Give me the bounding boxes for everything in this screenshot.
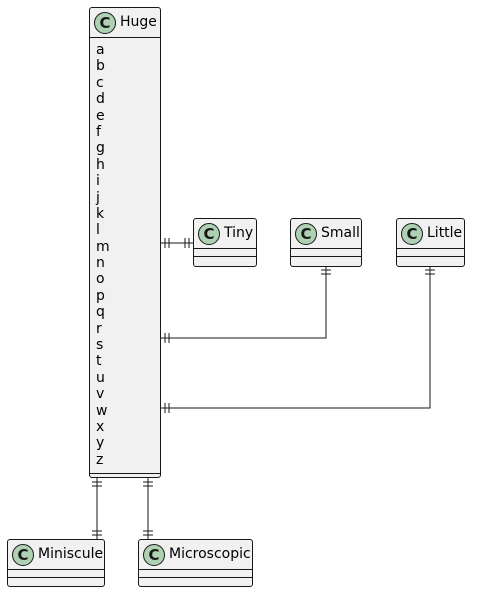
class-huge-methods: [90, 474, 160, 480]
class-miniscule-methods: [8, 578, 104, 584]
class-huge-field: c: [96, 74, 104, 91]
class-tiny-methods: [194, 257, 256, 263]
class-little-header: C Little: [397, 219, 464, 249]
class-c-icon: C: [295, 223, 317, 245]
relation-huge-little: [161, 266, 435, 413]
class-c-icon: C: [401, 223, 423, 245]
class-c-icon: C: [143, 544, 165, 566]
class-huge-field: e: [96, 107, 105, 124]
class-huge-header: C Huge: [90, 8, 160, 38]
class-little-fields: [397, 249, 464, 257]
class-huge-field: p: [96, 287, 105, 304]
class-small-fields: [291, 249, 361, 257]
class-huge-field: k: [96, 205, 105, 222]
class-huge-field: m: [96, 238, 110, 255]
class-miniscule-name: Miniscule: [38, 546, 104, 562]
class-huge-field: d: [96, 91, 105, 108]
class-huge-field: n: [96, 255, 105, 272]
class-microscopic-header: C Microscopic: [139, 540, 252, 570]
class-huge-field: g: [96, 140, 105, 157]
relation-huge-small: [161, 266, 331, 343]
class-c-icon: C: [198, 223, 220, 245]
class-c-icon: C: [94, 12, 116, 34]
class-huge-field: i: [96, 173, 100, 190]
class-huge-field: a: [96, 42, 105, 58]
class-miniscule-header: C Miniscule: [8, 540, 104, 570]
class-small[interactable]: C Small: [290, 218, 362, 267]
class-huge-field: j: [96, 189, 100, 206]
class-little[interactable]: C Little: [396, 218, 465, 267]
class-tiny-fields: [194, 249, 256, 257]
class-tiny[interactable]: C Tiny: [193, 218, 257, 267]
class-microscopic-fields: [139, 570, 252, 578]
class-tiny-name: Tiny: [224, 225, 254, 241]
class-tiny-header: C Tiny: [194, 219, 256, 249]
class-huge-field: v: [96, 386, 105, 403]
class-huge-field: y: [96, 435, 105, 452]
class-huge-field: b: [96, 58, 105, 75]
class-huge-field: l: [96, 222, 100, 239]
class-small-header: C Small: [291, 219, 361, 249]
class-microscopic-methods: [139, 578, 252, 584]
class-miniscule[interactable]: C Miniscule: [7, 539, 105, 587]
class-microscopic-name: Microscopic: [169, 546, 251, 562]
relation-huge-miniscule: [92, 478, 102, 539]
class-huge-field: f: [96, 123, 101, 140]
class-miniscule-fields: [8, 570, 104, 578]
relation-huge-tiny: [161, 238, 193, 248]
class-huge-field: r: [96, 320, 102, 337]
class-huge-field: x: [96, 418, 105, 435]
relation-huge-microscopic: [143, 478, 153, 539]
class-huge-field: s: [96, 337, 104, 354]
class-small-methods: [291, 257, 361, 263]
class-huge-field: w: [96, 402, 108, 419]
class-small-name: Small: [321, 225, 360, 241]
class-huge-field: o: [96, 271, 105, 288]
class-little-methods: [397, 257, 464, 263]
class-huge-field: h: [96, 156, 105, 173]
class-c-icon: C: [12, 544, 34, 566]
class-huge-field: u: [96, 369, 105, 386]
class-microscopic[interactable]: C Microscopic: [138, 539, 253, 587]
class-huge-field: z: [96, 451, 104, 468]
class-huge-name: Huge: [120, 14, 157, 30]
class-huge-field: q: [96, 304, 105, 321]
class-little-name: Little: [427, 225, 463, 241]
class-huge-field: t: [96, 353, 102, 370]
